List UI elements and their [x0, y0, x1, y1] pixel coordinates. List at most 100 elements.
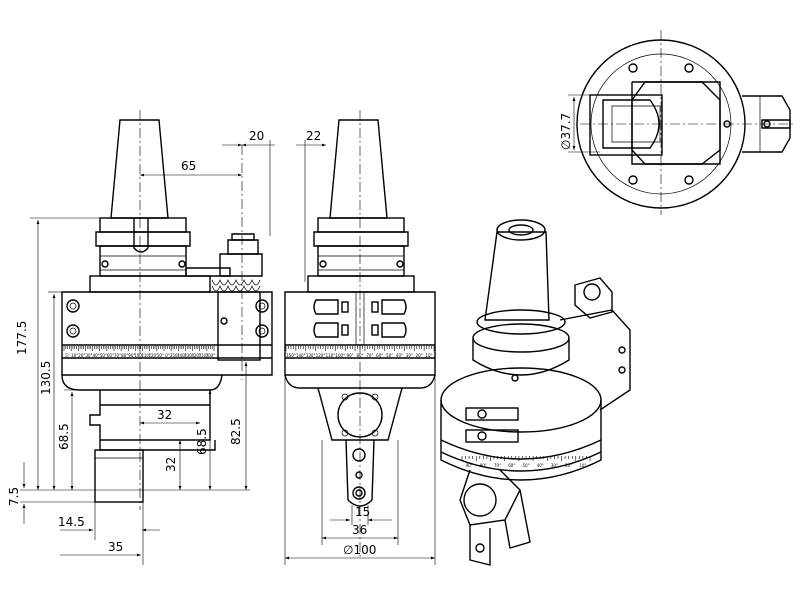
clamp-slot	[313, 322, 339, 338]
scale-label: 40°	[93, 353, 100, 358]
stop-pin-head	[227, 239, 259, 255]
iso-taper	[484, 231, 550, 321]
clamp-slot	[381, 322, 407, 338]
dim-20: 20	[249, 129, 264, 143]
scale-label: 40°	[537, 463, 544, 468]
scale-label: 40°	[396, 353, 403, 358]
stop-block	[217, 291, 261, 361]
scale-label: 20°	[416, 353, 423, 358]
bolt	[66, 299, 80, 313]
stop-arm	[185, 267, 231, 277]
scale-label: 90°	[466, 463, 473, 468]
bolt	[255, 299, 269, 313]
iso-housing	[440, 400, 602, 481]
dim-100: ∅100	[343, 543, 376, 557]
scale-label: 60°	[508, 463, 515, 468]
drive-key	[133, 218, 149, 253]
iso-stop-block	[559, 309, 631, 411]
bolt	[66, 324, 80, 338]
dim-36: 36	[352, 523, 367, 537]
scale-label: 150°	[286, 353, 296, 358]
iso-lower-arm	[459, 469, 521, 526]
scale-label: 50°	[386, 353, 393, 358]
scale-label: 10°	[579, 463, 586, 468]
scale-label: 10°	[157, 353, 164, 358]
dimensions: 65 20 22 177.5 130.5 68.5 7.5 32 32	[7, 94, 600, 565]
dim-37-7: ∅37.7	[559, 113, 573, 150]
scale-label: 90°	[128, 353, 135, 358]
main-housing	[61, 291, 273, 376]
taper-shank	[110, 119, 169, 219]
collar	[89, 275, 211, 293]
scale-label: 10°	[426, 353, 433, 358]
scale-label: 110°	[141, 353, 151, 358]
scale-label: 20°	[78, 353, 85, 358]
scale-label: 30°	[551, 463, 558, 468]
flange-groove	[95, 231, 191, 247]
dim-7-5: 7.5	[7, 487, 21, 506]
scale-label: 330°	[184, 353, 194, 358]
scale-label: 120°	[148, 353, 158, 358]
bolt	[255, 324, 269, 338]
dim-22: 22	[306, 129, 321, 143]
top-view	[576, 30, 795, 215]
scale-label: 0°	[165, 353, 170, 358]
scale-label: 310°	[198, 353, 208, 358]
scale-label: 80°	[121, 353, 128, 358]
scale-label: 100°	[335, 353, 345, 358]
dim-68-5-right: 68.5	[195, 428, 209, 455]
isometric-view: 90°80°70°60°50°40°30°20°10°	[440, 219, 631, 566]
taper-shank-side	[329, 119, 388, 219]
iso-clamp-slot	[465, 407, 519, 421]
output-shaft	[94, 449, 144, 503]
housing-bottom	[61, 374, 223, 391]
iso-flange	[472, 338, 570, 376]
dim-65: 65	[181, 159, 196, 173]
scale-label: 300°	[206, 353, 216, 358]
scale-label: 350°	[170, 353, 180, 358]
top-pocket	[589, 94, 663, 156]
scale-label: 90°	[347, 353, 354, 358]
scale-label: 120°	[316, 353, 326, 358]
flange-top	[99, 217, 187, 233]
dim-68-5-left: 68.5	[57, 423, 71, 450]
dim-82-5: 82.5	[229, 418, 243, 445]
flange-body	[99, 245, 187, 277]
clamp-slot	[381, 299, 407, 315]
dim-32-v: 32	[164, 457, 178, 472]
scale-label: 340°	[177, 353, 187, 358]
scale-label: 60°	[376, 353, 383, 358]
scale-label: 100°	[134, 353, 144, 358]
lower-body	[89, 390, 211, 441]
scale-label: 5°	[65, 353, 70, 358]
scale-label: 110°	[326, 353, 336, 358]
scale-label: 70°	[114, 353, 121, 358]
scale-label: 70°	[494, 463, 501, 468]
scale-label: 70°	[366, 353, 373, 358]
scale-label: 20°	[565, 463, 572, 468]
dim-177-5: 177.5	[15, 321, 29, 355]
angle-scale-left: 5°10°20°30°40°50°60°70°80°90°100°110°120…	[63, 346, 216, 358]
scale-label: 30°	[406, 353, 413, 358]
angle-scale-side: 150°140°130°120°110°100°90°80°70°60°50°4…	[285, 346, 435, 358]
scale-label: 50°	[522, 463, 529, 468]
scale-label: 10°	[71, 353, 78, 358]
screw	[178, 260, 186, 268]
scale-label: 60°	[107, 353, 114, 358]
stop-pin-body	[219, 253, 263, 277]
dim-15: 15	[355, 505, 370, 519]
scale-label: 50°	[100, 353, 107, 358]
spring	[211, 279, 261, 286]
scale-label: 140°	[296, 353, 306, 358]
dim-35: 35	[108, 540, 123, 554]
scale-label: 320°	[191, 353, 201, 358]
screw	[101, 260, 109, 268]
iso-clamp-slot	[465, 429, 519, 443]
dim-32-h: 32	[157, 408, 172, 422]
dim-130-5: 130.5	[39, 361, 53, 395]
scale-label: 80°	[356, 353, 363, 358]
clamp-slot	[313, 299, 339, 315]
lower-arm	[317, 387, 403, 441]
